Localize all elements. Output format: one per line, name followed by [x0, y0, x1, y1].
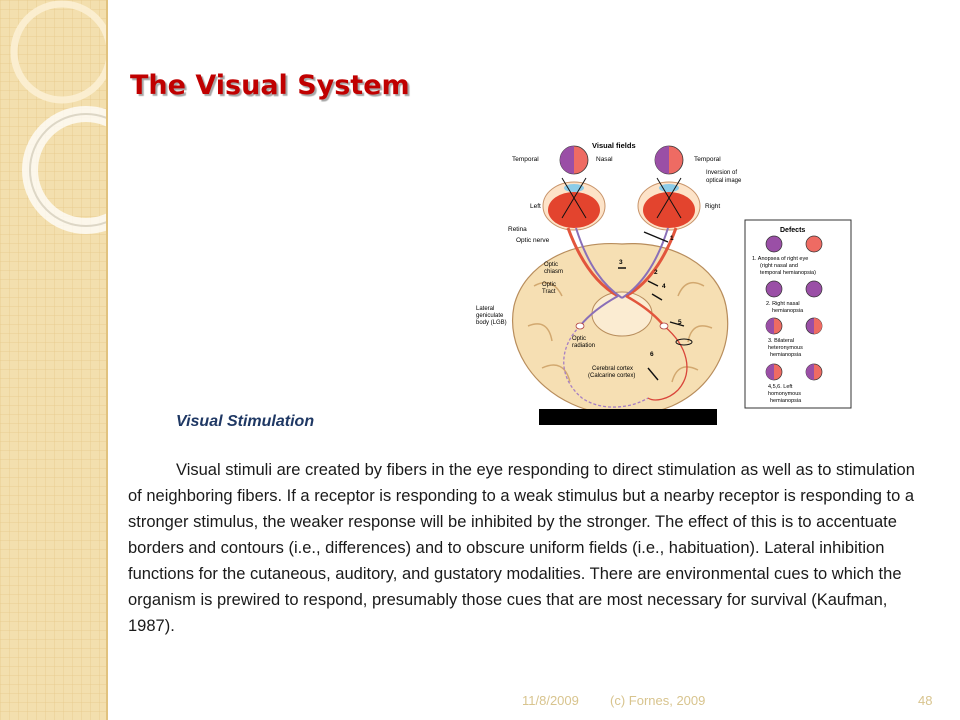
lesion-6-label: 6 [650, 351, 654, 358]
lesion-5-label: 5 [678, 319, 682, 326]
footer-copyright: (c) Fornes, 2009 [610, 693, 706, 708]
optic-chiasm-label-2: chiasm [544, 269, 563, 275]
temporal-right-label: Temporal [694, 156, 721, 163]
defect-3-text-3: hemianopsia [770, 352, 802, 358]
lesion-3-label: 3 [619, 259, 623, 266]
lesion-2-label: 2 [654, 269, 658, 276]
defect-3-fields [765, 317, 823, 335]
retina-label: Retina [508, 226, 527, 233]
defect-1-text-3: temporal hemianopsia) [760, 270, 816, 276]
defect-4-fields [765, 363, 823, 381]
optic-tract-label: Optic [542, 282, 556, 288]
defect-4-text: 4,5,6. Left [768, 384, 793, 390]
temporal-left-label: Temporal [512, 156, 539, 163]
slide-number: 48 [918, 693, 933, 708]
body-paragraph: Visual stimuli are created by fibers in … [128, 461, 915, 635]
inversion-label: Inversion of [706, 170, 737, 176]
section-subtitle: Visual Stimulation [176, 413, 315, 430]
inversion-label-2: optical image [706, 178, 742, 184]
caption-bar [539, 409, 717, 425]
defect-1-text: 1. Anopsea of right eye [752, 256, 808, 262]
optic-chiasm-label: Optic [544, 262, 558, 268]
visual-pathway-diagram: Visual fields Temporal Nasal Temporal In… [476, 141, 852, 425]
calcarine-cortex-label: (Calcarine cortex) [588, 373, 635, 379]
sidebar-pattern [0, 0, 106, 720]
optic-radiation-label-2: radiation [572, 343, 595, 349]
defects-panel: Defects 1. Anopsea of right eye (right n… [744, 219, 852, 409]
left-eye-label: Left [530, 203, 541, 210]
decorative-sidebar [0, 0, 108, 720]
optic-radiation-label: Optic [572, 336, 586, 342]
nasal-label: Nasal [596, 156, 613, 163]
cerebral-cortex-label: Cerebral cortex [592, 366, 633, 372]
defect-3-text-2: heteronymous [768, 345, 803, 351]
defect-4-text-2: homonymous [768, 391, 801, 397]
visual-fields-label: Visual fields [592, 141, 636, 150]
defect-1-text-2: (right nasal and [760, 263, 798, 269]
right-eye-label: Right [705, 203, 720, 210]
lesion-1-label: 1 [670, 235, 674, 242]
right-eye [637, 177, 701, 231]
optic-tract-label-2: Tract [542, 289, 556, 295]
defect-2-text: 2. Right nasal [766, 301, 800, 307]
footer-date: 11/8/2009 [522, 693, 579, 708]
lgb-label-3: body (LGB) [476, 320, 507, 326]
defect-4-text-3: hemianopsia [770, 398, 802, 404]
lgb-label: Lateral [476, 306, 494, 312]
defect-3-text: 3. Bilateral [768, 338, 794, 344]
left-visual-field [559, 145, 589, 175]
optic-nerve-label: Optic nerve [516, 237, 550, 244]
left-eye [542, 177, 606, 231]
slide-title: The Visual System [130, 70, 410, 101]
lesion-4-label: 4 [662, 283, 666, 290]
defect-2-text-2: hemianopsia [772, 308, 804, 314]
defects-title: Defects [780, 227, 805, 234]
right-visual-field [654, 145, 684, 175]
lgb-label-2: geniculate [476, 313, 504, 319]
